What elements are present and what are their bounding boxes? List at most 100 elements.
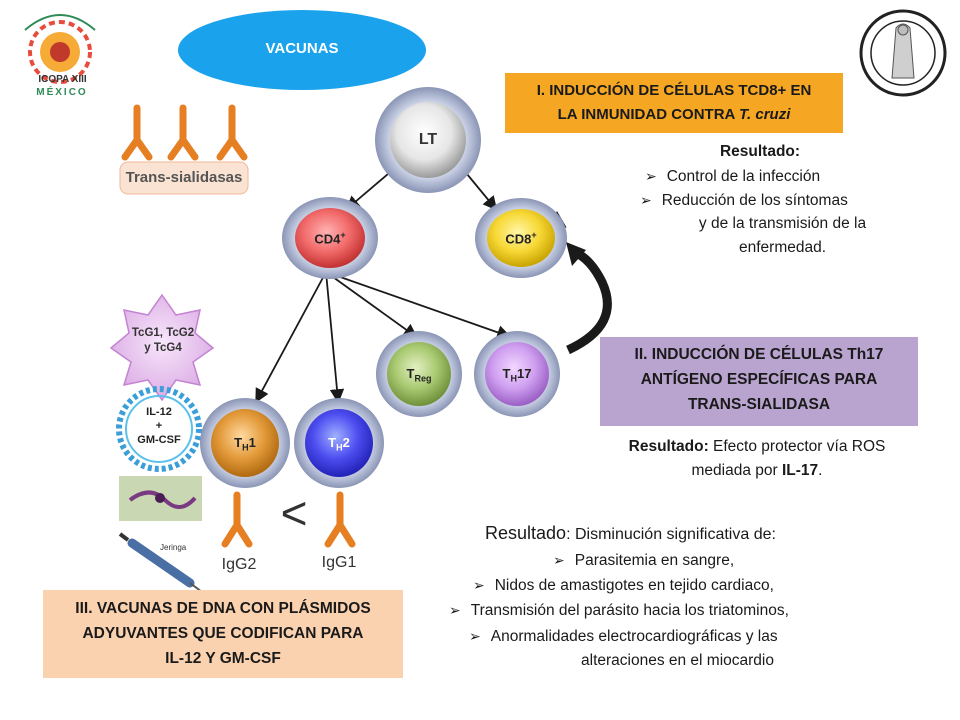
section2-result-text: Efecto protector vía ROS xyxy=(708,438,886,455)
section2-title-line: TRANS-SIALIDASA xyxy=(687,396,831,413)
cell-th17 xyxy=(474,331,560,417)
cell-lt xyxy=(375,87,481,193)
section1-bullet-2: Reducción de los síntomas xyxy=(640,188,848,213)
star-label: TcG1, TcG2 y TcG4 xyxy=(118,326,208,356)
syringe-label: Jeringa xyxy=(160,543,187,552)
section1-title-pre: LA INMUNIDAD CONTRA xyxy=(557,106,739,123)
cell-cd8 xyxy=(475,198,567,278)
plasmid-label: IL-12 + GM-CSF xyxy=(124,405,194,447)
cd8-sup: + xyxy=(531,230,537,240)
cell-cd8-label: CD8+ xyxy=(491,230,551,246)
star-line: TcG1, TcG2 xyxy=(131,327,195,339)
section2-result-pre: mediada por xyxy=(691,462,782,479)
section1-title-italic: T. cruzi xyxy=(738,106,791,123)
arrow-cd4-th1 xyxy=(255,271,327,404)
antigen-box xyxy=(119,161,249,195)
parasite-image xyxy=(119,476,202,521)
arrow-cd4-treg xyxy=(325,271,418,339)
arrow-cd4-th17 xyxy=(325,271,512,340)
th17-text: T xyxy=(502,366,511,381)
section3-bullet-text: Anormalidades electrocardiográficas y la… xyxy=(490,628,778,645)
plasmid-icon xyxy=(116,386,202,472)
arrows xyxy=(255,167,512,404)
cell-th2-label: TH2 xyxy=(309,435,369,453)
th2-text: T xyxy=(328,435,337,450)
cell-cd4 xyxy=(282,197,378,279)
antibody-icon xyxy=(216,104,248,161)
cell-th17-label: TH17 xyxy=(487,366,547,384)
th2-num: 2 xyxy=(342,435,350,450)
th1-num: 1 xyxy=(248,435,256,450)
section3-box: III. VACUNAS DE DNA CON PLÁSMIDOS ADYUVA… xyxy=(43,590,403,678)
vacunas-ellipse xyxy=(178,10,426,90)
section1-cont: y de la transmisión de la enfermedad. xyxy=(660,212,905,260)
icopa-logo xyxy=(24,14,96,84)
section1-result: Resultado: xyxy=(610,140,910,164)
cd4-sup: + xyxy=(340,230,346,240)
star-line: y TcG4 xyxy=(144,342,182,354)
cell-treg-label: TReg xyxy=(389,366,449,384)
antibody-icon xyxy=(167,104,199,161)
igg1-label: IgG1 xyxy=(321,554,357,571)
section2-result-line1: Resultado: Efecto protector vía ROS xyxy=(592,435,922,459)
section1-bullet-text: Control de la infección xyxy=(666,168,821,185)
section1-cont-line: y de la transmisión de la xyxy=(698,215,867,232)
cell-cd4-label: CD4+ xyxy=(300,230,360,246)
section3-result-text: : Disminución significativa de: xyxy=(566,526,776,543)
section3-bullet-text: Nidos de amastigotes en tejido cardiaco, xyxy=(494,577,774,594)
section1-bullet-1: Control de la infección xyxy=(645,164,820,189)
section2-box: II. INDUCCIÓN DE CÉLULAS Th17 ANTÍGENO E… xyxy=(600,337,918,426)
cell-th2 xyxy=(294,398,384,488)
th1-text: T xyxy=(234,435,243,450)
cell-th1 xyxy=(200,398,290,488)
igg2-antibody-icon xyxy=(221,491,253,548)
feedback-arrow xyxy=(566,242,612,355)
section3-result-heading: Resultado: Disminución significativa de: xyxy=(485,520,776,548)
bullet-icon xyxy=(449,602,471,619)
section1-cont-line: enfermedad. xyxy=(738,239,827,256)
cd8-text: CD8 xyxy=(505,231,532,247)
section1-title-line2: LA INMUNIDAD CONTRA T. cruzi xyxy=(505,103,843,127)
section3-bullet-3: Transmisión del parásito hacia los triat… xyxy=(449,598,789,623)
igg2-label: IgG2 xyxy=(221,556,257,573)
section2-title-line: II. INDUCCIÓN DE CÉLULAS Th17 xyxy=(634,346,884,363)
section2-result-line2: mediada por IL-17. xyxy=(592,459,922,483)
icopa-logo-name: ICOPA XIII xyxy=(38,74,87,85)
section3-title-line: IL-12 Y GM-CSF xyxy=(165,650,281,667)
section3-bullet-2: Nidos de amastigotes en tejido cardiaco, xyxy=(473,573,774,598)
bullet-icon xyxy=(640,192,662,209)
section3-bullet-text: Parasitemia en sangre, xyxy=(574,552,735,569)
section3-bullet-1: Parasitemia en sangre, xyxy=(553,548,734,573)
th1-sub: H xyxy=(242,442,249,453)
section3-title-line: III. VACUNAS DE DNA CON PLÁSMIDOS xyxy=(75,600,371,617)
plasmid-line: + xyxy=(155,420,163,432)
th2-sub: H xyxy=(336,442,343,453)
section2-result-bold: IL-17 xyxy=(781,462,819,479)
th17-num: 17 xyxy=(516,366,532,381)
antigen-label: Trans-sialidasas xyxy=(125,169,243,186)
section1-box: I. INDUCCIÓN DE CÉLULAS TCD8+ EN LA INMU… xyxy=(505,73,843,133)
star-shape xyxy=(109,293,215,402)
section1-result-label: Resultado: xyxy=(719,143,801,160)
antibody-icon xyxy=(121,104,153,161)
bullet-icon xyxy=(473,577,495,594)
bullet-icon xyxy=(645,168,667,185)
bullet-icon xyxy=(553,552,575,569)
plasmid-line: GM-CSF xyxy=(137,434,181,446)
th17-sub: H xyxy=(510,373,517,384)
antibody-group xyxy=(121,104,248,161)
section3-bullet-4: Anormalidades electrocardiográficas y la… xyxy=(469,624,778,649)
comparator-symbol: < xyxy=(280,487,308,539)
section3-title-line: ADYUVANTES QUE CODIFICAN PARA xyxy=(82,625,364,642)
section3-bullet-text: Transmisión del parásito hacia los triat… xyxy=(470,602,789,619)
arrow-cd4-th2 xyxy=(325,271,345,404)
bullet-icon xyxy=(469,628,491,645)
section2-result-label: Resultado: xyxy=(628,438,709,455)
cd4-text: CD4 xyxy=(314,231,341,247)
section2-result-post: . xyxy=(818,462,823,479)
plasmid-line: IL-12 xyxy=(146,406,172,418)
treg-text: T xyxy=(406,366,415,381)
section1-title-line1: I. INDUCCIÓN DE CÉLULAS TCD8+ EN xyxy=(536,82,812,99)
arrow-lt-cd4 xyxy=(345,167,396,211)
